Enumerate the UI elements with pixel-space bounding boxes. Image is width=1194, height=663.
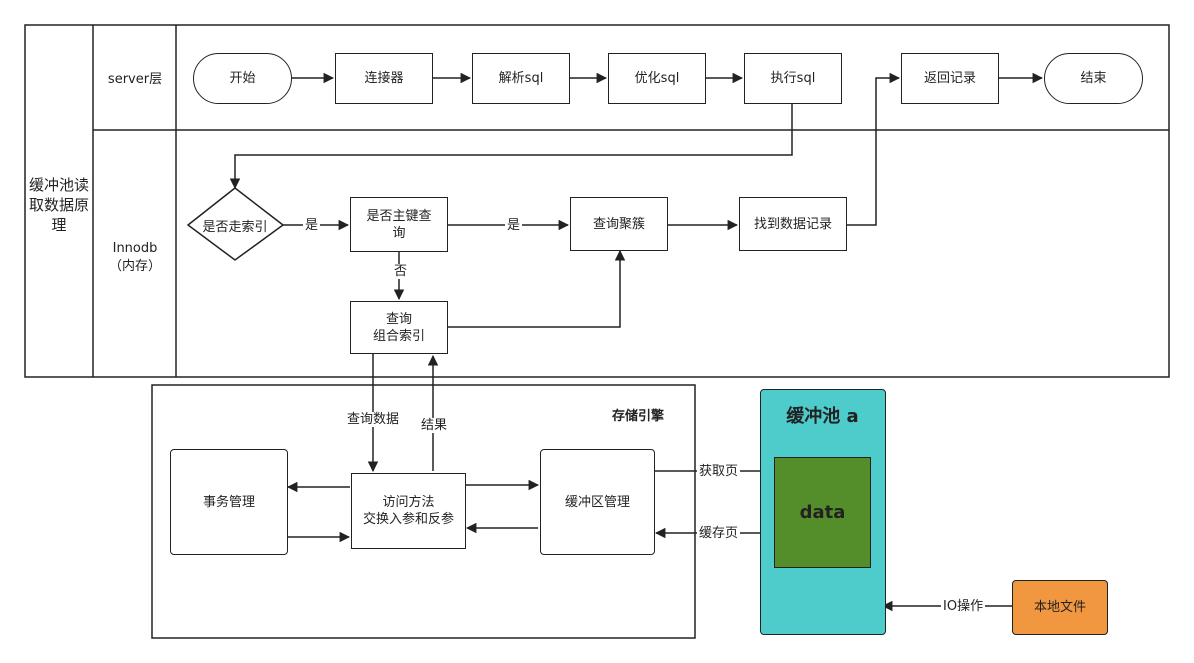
edge-composite-cluster: [448, 249, 626, 328]
buffer-pool[interactable]: 缓冲池 a data: [760, 389, 886, 635]
buffer-pool-title: 缓冲池 a: [786, 406, 859, 427]
node-parse-sql[interactable]: 解析sql: [472, 53, 570, 104]
edge-find-return: [847, 72, 901, 226]
node-optimize-sql[interactable]: 优化sql: [608, 53, 706, 104]
node-txn-manage[interactable]: 事务管理: [170, 449, 288, 555]
edge-label-query-data: 查询数据: [345, 412, 402, 427]
edge-label-cache-page: 缓存页: [697, 526, 741, 541]
pool-title: 缓冲池读取数据原理: [29, 176, 90, 234]
edge-label-no: 否: [392, 264, 410, 279]
decision-diamond: [186, 187, 285, 261]
node-local-file[interactable]: 本地文件: [1012, 580, 1108, 635]
edge-label-get-page: 获取页: [697, 464, 741, 479]
node-end[interactable]: 结束: [1044, 53, 1143, 104]
edge-label-io: IO操作: [941, 599, 986, 614]
lane-label-innodb: Innodb （内存）: [108, 241, 161, 274]
node-cluster-query[interactable]: 查询聚簇: [570, 197, 668, 251]
node-find-record[interactable]: 找到数据记录: [739, 197, 847, 251]
lane-label-server: server层: [107, 72, 163, 87]
edge-execute-decision: [229, 104, 793, 190]
node-decision-index[interactable]: 是否走索引: [202, 220, 268, 235]
node-start[interactable]: 开始: [193, 53, 292, 104]
node-return-records[interactable]: 返回记录: [901, 53, 999, 104]
node-access-method[interactable]: 访问方法 交换入参和反参: [351, 473, 466, 549]
pool-frame: [24, 24, 1170, 378]
node-data[interactable]: data: [774, 457, 871, 568]
node-execute-sql[interactable]: 执行sql: [744, 53, 842, 104]
node-composite-query[interactable]: 查询 组合索引: [350, 301, 448, 354]
node-primary-query[interactable]: 是否主键查询: [350, 197, 448, 252]
node-connector[interactable]: 连接器: [335, 53, 433, 104]
storage-engine-frame: [151, 384, 696, 639]
edge-label-result: 结果: [419, 418, 450, 433]
node-buffer-manage[interactable]: 缓冲区管理: [540, 449, 655, 555]
edge-label-yes-2: 是: [505, 218, 523, 233]
storage-engine-title: 存储引擎: [612, 409, 665, 424]
edge-label-yes-1: 是: [303, 218, 321, 233]
